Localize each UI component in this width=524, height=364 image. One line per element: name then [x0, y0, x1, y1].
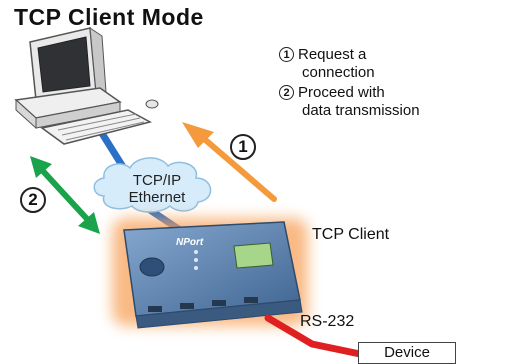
- legend-1-line1: Request a: [298, 46, 367, 63]
- legend-item-1: 1 Request a: [279, 46, 366, 64]
- step-1-number: 1: [279, 47, 294, 62]
- step-2-marker: 2: [20, 187, 46, 213]
- legend-item-2: 2 Proceed with: [279, 84, 385, 102]
- nport-device: [123, 221, 303, 329]
- cloud-icon: [93, 157, 212, 213]
- cloud-label: TCP/IP Ethernet: [102, 172, 212, 206]
- legend-1-line2: connection: [302, 64, 375, 81]
- page-title: TCP Client Mode: [14, 4, 204, 30]
- step-2-number: 2: [279, 85, 294, 100]
- step-1-marker: 1: [230, 134, 256, 160]
- transfer-arrow: [30, 156, 100, 234]
- device-box: Device: [358, 342, 456, 364]
- legend-2-line2: data transmission: [302, 102, 420, 119]
- serial-cable: [264, 314, 364, 358]
- computer-icon: [14, 27, 159, 145]
- nport-brand: NPort: [176, 237, 204, 248]
- nport-label: TCP Client: [312, 226, 390, 243]
- legend-2-line1: Proceed with: [298, 84, 385, 101]
- request-arrow: [182, 122, 277, 202]
- cloud-label-line2: Ethernet: [128, 189, 186, 206]
- cloud-label-line1: TCP/IP: [132, 172, 182, 189]
- serial-label: RS-232: [300, 313, 355, 330]
